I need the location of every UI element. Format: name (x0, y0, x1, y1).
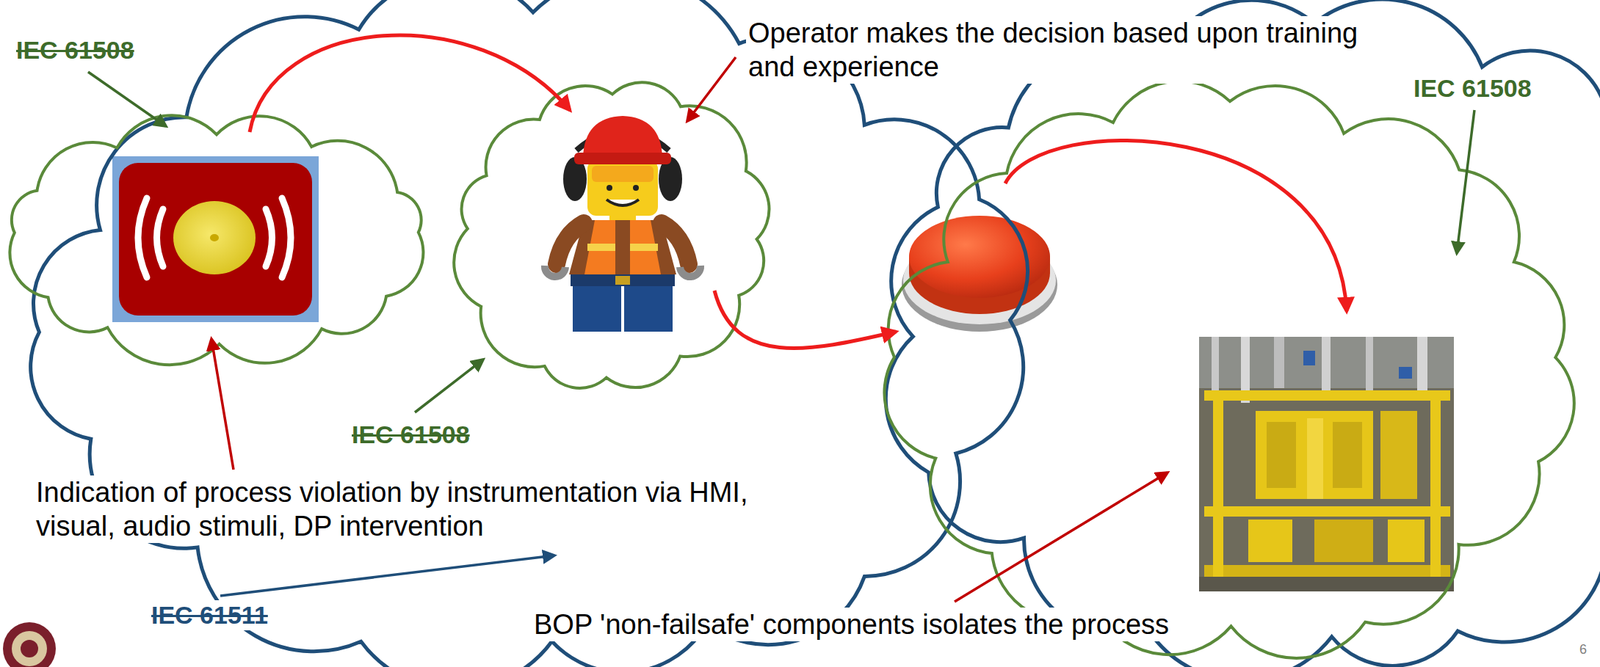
standard-label: IEC 61511 (149, 600, 271, 631)
bop-photo-part (1387, 519, 1425, 563)
bop-photo-part (1430, 390, 1441, 592)
alarm-icon (112, 156, 319, 323)
page-number: 6 (1577, 641, 1589, 658)
leader-arrow (414, 359, 484, 413)
logo-part (20, 640, 39, 658)
label-box: Operator makes the decision based upon t… (746, 16, 1396, 84)
cloud-outline (453, 82, 769, 389)
operator-figure-part (606, 185, 613, 191)
operator-figure-part (584, 220, 661, 275)
bop-photo-part (1314, 519, 1374, 563)
logo (2, 622, 56, 667)
bop-photo-part (1213, 390, 1224, 592)
bop-photo-part (1365, 337, 1374, 393)
operator-figure-part (587, 160, 658, 216)
label-box: BOP 'non-failsafe' components isolates t… (531, 607, 1172, 642)
bop-photo-part (1380, 411, 1418, 500)
cloud-outline (9, 115, 423, 365)
standard-label: IEC 61508 (349, 420, 473, 451)
leader-arrow (687, 57, 736, 122)
bop-photo-part (1321, 337, 1331, 396)
bop-photo (1199, 337, 1454, 592)
note-text: Indication of process violation by instr… (33, 475, 777, 544)
bop-photo-part (1204, 390, 1451, 401)
standard-label: IEC 61508 (13, 35, 137, 66)
bop-photo-part (1303, 350, 1316, 366)
flow-arrow (1005, 140, 1347, 312)
alarm-icon-part (112, 156, 319, 323)
label-box: 6 (1577, 641, 1589, 658)
operator-figure-part (574, 152, 672, 165)
bop-photo-part (1204, 506, 1451, 517)
logo-part (2, 622, 56, 667)
alarm-icon-part (265, 209, 273, 267)
operator-figure-part (544, 265, 566, 277)
leader-arrow (220, 555, 555, 597)
operator-figure-part (615, 220, 631, 275)
operator-figure-part (615, 276, 631, 285)
label-box: IEC 61508 (349, 420, 473, 451)
operator-figure-part (632, 185, 639, 191)
standard-label: IEC 61508 (1411, 73, 1534, 104)
operator-figure (544, 116, 701, 332)
flow-arrow (249, 35, 570, 133)
leader-arrow (88, 71, 166, 127)
logo-part (11, 631, 47, 667)
leader-arrow (954, 472, 1168, 603)
operator-figure-part (591, 165, 654, 183)
bop-photo-part (1204, 565, 1451, 578)
cloud-outline (885, 0, 1600, 667)
bop-photo-part (1307, 418, 1324, 500)
operator-figure-part (556, 223, 584, 265)
bop-photo-part (1199, 337, 1454, 592)
bop-photo-part (1398, 367, 1413, 379)
bop-photo-part (1248, 519, 1293, 563)
label-box: IEC 61511 (149, 600, 271, 631)
operator-figure-part (572, 286, 622, 332)
alarm-icon-part (138, 198, 147, 278)
bop-photo-part (1211, 337, 1219, 396)
bop-photo-part (1199, 577, 1454, 592)
note-text: Operator makes the decision based upon t… (746, 16, 1396, 84)
operator-figure-part (583, 116, 663, 158)
cloud-outlines (9, 0, 1600, 667)
operator-figure-part (661, 223, 689, 265)
cloud-outline (30, 0, 1028, 667)
bop-photo-part (1255, 411, 1374, 500)
alarm-icon-part (281, 198, 291, 278)
alarm-icon-part (118, 163, 313, 316)
leader-arrow (211, 339, 234, 470)
alarm-icon-part (173, 201, 256, 275)
operator-figure-part (606, 199, 639, 206)
operator-figure-part (679, 265, 701, 277)
bop-photo-part (1332, 422, 1363, 489)
label-box: Indication of process violation by instr… (33, 475, 777, 544)
label-box: IEC 61508 (1411, 73, 1534, 104)
bop-photo-part (1266, 422, 1297, 489)
leader-arrow (1456, 110, 1475, 254)
push-button-part (909, 215, 1051, 299)
flow-arrow (714, 290, 896, 349)
note-text: BOP 'non-failsafe' components isolates t… (531, 607, 1172, 642)
bop-photo-part (1273, 337, 1285, 389)
alarm-icon-part (210, 234, 219, 242)
push-button (901, 215, 1058, 332)
operator-figure-part (624, 286, 673, 332)
bop-photo-part (1417, 337, 1428, 400)
cloud-outline (884, 81, 1574, 659)
label-box: IEC 61508 (13, 35, 137, 66)
alarm-icon-part (157, 209, 164, 267)
operator-figure-part (570, 274, 675, 287)
